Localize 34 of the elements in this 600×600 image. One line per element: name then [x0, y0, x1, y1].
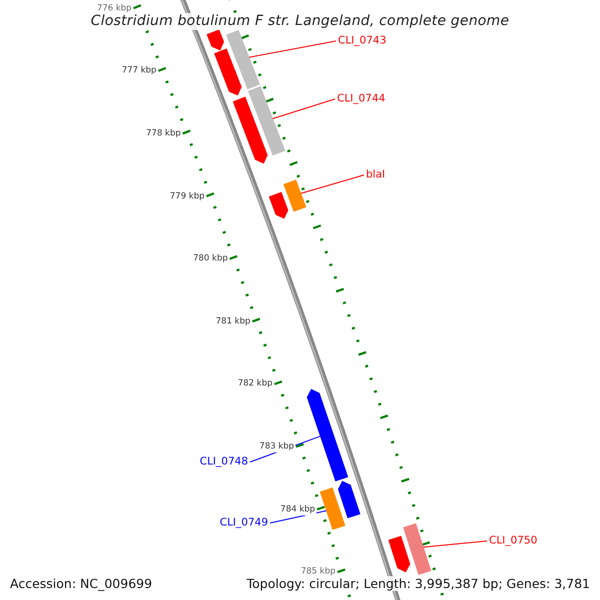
scale-label: 780 kbp	[192, 254, 229, 265]
gene-block	[283, 180, 306, 212]
leader-line	[300, 174, 364, 194]
scale-label: 785 kbp	[300, 566, 336, 578]
scale-label: 778 kbp	[145, 128, 182, 140]
leader-line	[248, 40, 336, 58]
gene-feature	[338, 480, 360, 518]
gene-label: CLI_0748	[200, 456, 248, 468]
gene-label: CLI_0749	[220, 516, 268, 530]
gene-feature	[214, 48, 242, 96]
gene-label: CLI_0743	[338, 34, 386, 48]
leader-line	[272, 98, 336, 120]
scale-label: 776 kbp	[96, 3, 133, 14]
scale-label: 782 kbp	[236, 378, 274, 390]
gene-block	[403, 523, 432, 575]
gene-block	[248, 86, 286, 156]
map-title: Clostridium botulinum F str. Langeland, complete genome	[90, 13, 510, 30]
gene-label: CLI_0750	[489, 534, 538, 548]
scale-label: 783 kbp	[258, 442, 296, 453]
scale-label: 777 kbp	[120, 66, 158, 77]
genome-summary-text: Topology: circular; Length: 3,995,387 bp; Genes: 3,781	[244, 576, 592, 591]
gene-block	[320, 487, 346, 530]
gene-label: blaI	[366, 168, 386, 182]
accession-text: Accession: NC_009699	[8, 576, 154, 591]
gene-label: CLI_0744	[337, 92, 386, 106]
gene-feature	[306, 388, 348, 482]
scale-label: 784 kbp	[279, 504, 316, 516]
gene-feature	[268, 192, 288, 219]
gene-block	[226, 30, 260, 90]
scale-label: 779 kbp	[168, 191, 206, 202]
scale-label: 781 kbp	[214, 316, 252, 328]
gene-feature	[232, 96, 268, 164]
leader-line	[422, 540, 488, 548]
gene-feature	[388, 536, 410, 572]
